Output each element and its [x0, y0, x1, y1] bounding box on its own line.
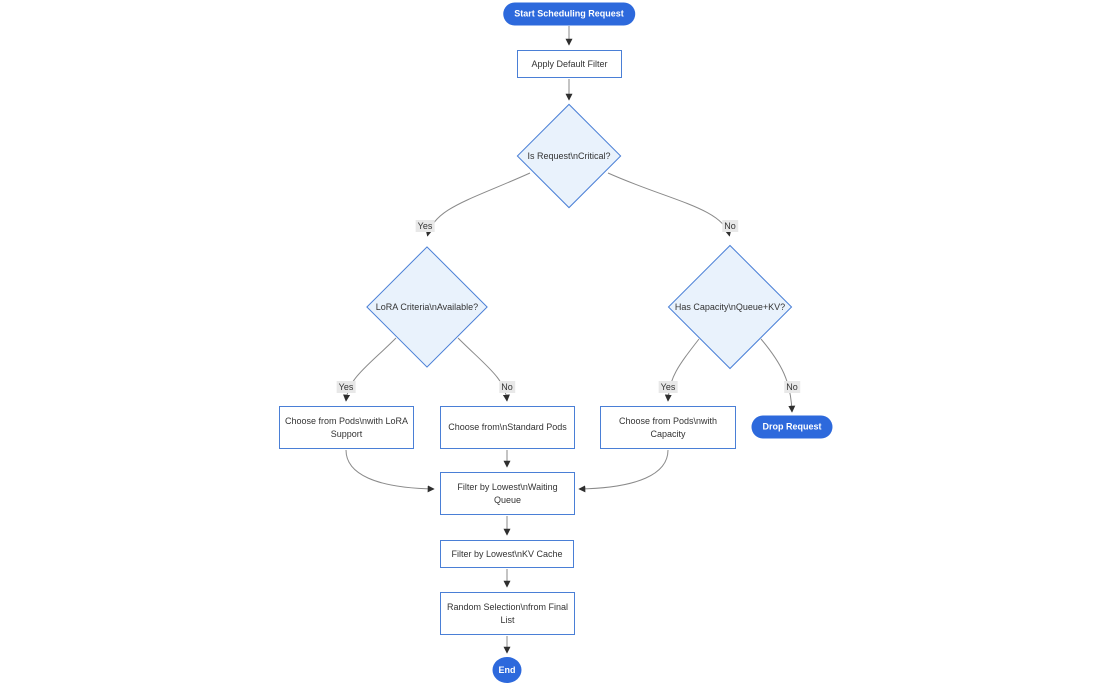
node-lora-criteria-label: LoRA Criteria\nAvailable?	[375, 302, 479, 312]
node-drop-request: Drop Request	[751, 415, 833, 439]
edge-label-capacity-no: No	[784, 381, 800, 393]
edge-lora-no	[457, 337, 510, 402]
node-random-selection: Random Selection\nfrom Final List	[440, 592, 575, 635]
node-filter-kv-cache: Filter by Lowest\nKV Cache	[440, 540, 574, 568]
edge-capacity-pods-to-filter	[578, 449, 669, 493]
edge-critical-no	[607, 172, 732, 237]
edge-label-critical-yes: Yes	[415, 220, 435, 232]
node-label: Filter by Lowest\nKV Cache	[451, 548, 563, 559]
edge-capacity-yes	[664, 338, 700, 402]
node-label: Choose from Pods\nwith Capacity	[618, 415, 718, 439]
edge-critical-yes	[425, 172, 531, 237]
node-filter-waiting-queue: Filter by Lowest\nWaiting Queue	[440, 472, 575, 515]
node-choose-standard-pods: Choose from\nStandard Pods	[440, 406, 575, 449]
node-label: Filter by Lowest\nWaiting Queue	[457, 481, 558, 505]
node-end: End	[492, 657, 522, 683]
node-apply-default-filter: Apply Default Filter	[517, 50, 622, 78]
node-label: Choose from Pods\nwith LoRA Support	[284, 415, 409, 439]
edge-label-lora-no: No	[499, 381, 515, 393]
node-label: Choose from\nStandard Pods	[448, 422, 567, 432]
edge-lora-pods-to-filter	[345, 449, 435, 493]
edge-lora-yes	[343, 337, 397, 402]
node-label: Random Selection\nfrom Final List	[446, 601, 569, 625]
edge-label-lora-yes: Yes	[336, 381, 356, 393]
edge-label-capacity-yes: Yes	[658, 381, 678, 393]
node-choose-capacity-pods: Choose from Pods\nwith Capacity	[600, 406, 736, 449]
edge-capacity-no	[760, 338, 796, 413]
node-start: Start Scheduling Request	[503, 2, 635, 26]
node-is-critical-label: Is Request\nCritical?	[527, 151, 611, 161]
node-has-capacity-label: Has Capacity\nQueue+KV?	[674, 302, 786, 312]
node-label: Apply Default Filter	[531, 58, 608, 69]
edge-label-critical-no: No	[722, 220, 738, 232]
node-choose-lora-pods: Choose from Pods\nwith LoRA Support	[279, 406, 414, 449]
